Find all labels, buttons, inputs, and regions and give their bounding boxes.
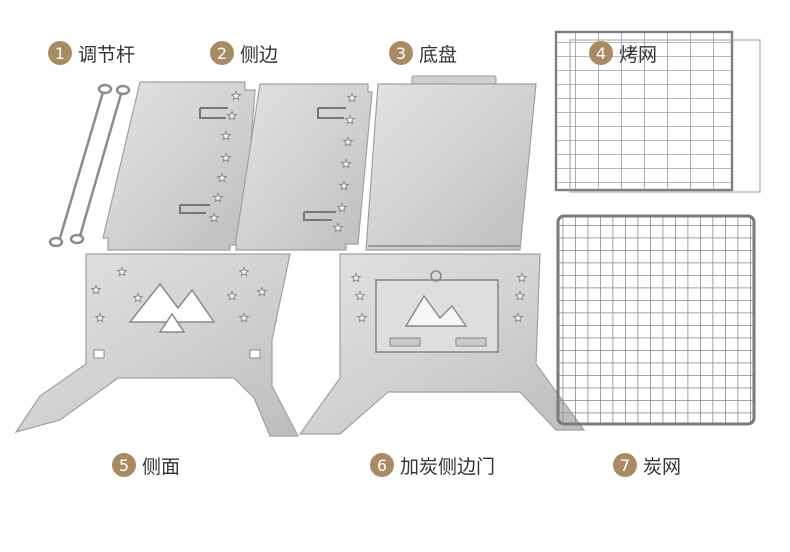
side-panel-left [102, 81, 256, 251]
star-cutout [226, 110, 238, 121]
star-cutout [238, 266, 250, 277]
star-cutout [516, 272, 528, 283]
part-name-6: 加炭侧边门 [400, 455, 496, 478]
star-cutout [512, 312, 524, 323]
grill-rack [554, 30, 761, 193]
star-cutout [350, 272, 362, 283]
star-cutout [238, 312, 250, 323]
label-3: 3 底盘 [389, 38, 457, 68]
star-cutout [94, 312, 106, 323]
star-cutout [346, 92, 358, 103]
side-panel-right [235, 83, 373, 251]
badge-2: 2 [210, 41, 234, 65]
badge-7: 7 [613, 453, 637, 477]
side-face [14, 253, 299, 437]
badge-1: 1 [48, 41, 72, 65]
star-cutout [220, 130, 232, 141]
adjust-rods [48, 83, 131, 248]
part-name-3: 底盘 [419, 43, 458, 66]
star-cutout [338, 180, 350, 191]
badge-4: 4 [589, 41, 613, 65]
label-7: 7 炭网 [613, 450, 681, 480]
star-cutout [90, 284, 102, 295]
part-name-5: 侧面 [142, 455, 181, 478]
part-name-1: 调节杆 [78, 43, 136, 66]
part-name-2: 侧边 [240, 43, 279, 66]
star-cutout [342, 136, 354, 147]
star-cutout [230, 90, 242, 101]
part-name-4: 烤网 [619, 43, 658, 66]
label-2: 2 侧边 [210, 38, 278, 68]
star-cutout [226, 290, 238, 301]
label-4: 4 烤网 [589, 38, 657, 68]
star-cutout [216, 172, 228, 183]
charcoal-net [556, 214, 756, 426]
part-name-7: 炭网 [643, 455, 682, 478]
badge-3: 3 [389, 41, 413, 65]
star-cutout [356, 312, 368, 323]
star-cutout [354, 290, 366, 301]
badge-6: 6 [370, 453, 394, 477]
label-6: 6 加炭侧边门 [370, 450, 495, 480]
base-tray [365, 75, 537, 251]
label-1: 1 调节杆 [48, 38, 135, 68]
star-cutout [340, 158, 352, 169]
star-cutout [336, 202, 348, 213]
star-cutout [116, 266, 128, 277]
label-5: 5 侧面 [112, 450, 180, 480]
star-cutout [332, 222, 344, 233]
star-cutout [514, 290, 526, 301]
star-cutout [220, 152, 232, 163]
charcoal-side-door [298, 253, 586, 435]
star-cutout [344, 114, 356, 125]
badge-5: 5 [112, 453, 136, 477]
star-cutout [132, 292, 144, 303]
star-cutout [256, 286, 268, 297]
star-cutout [212, 192, 224, 203]
star-cutout [208, 212, 220, 223]
